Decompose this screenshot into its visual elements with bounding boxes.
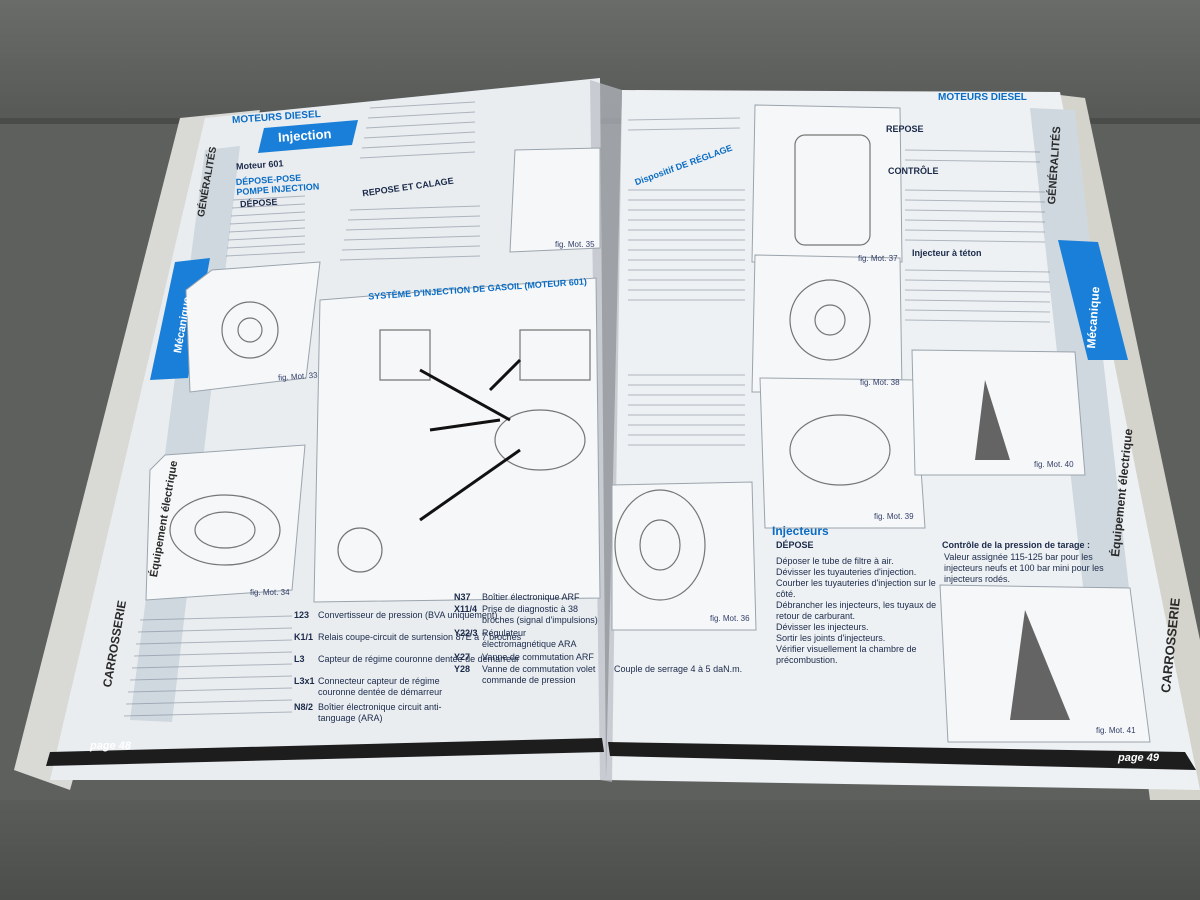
controle-heading: CONTRÔLE: [888, 166, 939, 176]
figure-caption: fig. Mot. 34: [250, 588, 290, 597]
injecteurs-steps: Déposer le tube de filtre à air. Dévisse…: [776, 556, 946, 666]
figure-box-37: [751, 104, 903, 263]
legend-code: Y27: [454, 652, 471, 662]
legend-text: Relais coupe-circuit de surtension 87E à…: [318, 632, 522, 642]
figure-box-36: [611, 481, 757, 631]
legend-text: Prise de diagnostic à 38 broches (signal…: [482, 604, 598, 625]
list-item: Courber les tuyauteries d'injection sur …: [776, 578, 936, 599]
legend-text: Régulateur électromagnétique ARA: [482, 628, 577, 649]
figure-box-33: [185, 261, 321, 393]
injecteur-teton-label: Injecteur à téton: [912, 248, 982, 258]
header-right: MOTEURS DIESEL: [938, 92, 1027, 103]
legend-code: X11/4: [454, 604, 478, 614]
list-item: Vérifier visuellement la chambre de préc…: [776, 644, 917, 665]
legend-text: Boîtier électronique ARF: [482, 592, 580, 602]
couple-text: Couple de serrage 4 à 5 daN.m.: [614, 664, 743, 674]
figure-caption: fig. Mot. 36: [710, 614, 750, 623]
legend-text: Connecteur capteur de régime couronne de…: [318, 676, 443, 697]
pression-value: Valeur assignée 115-125 bar pour les inj…: [944, 552, 1104, 584]
list-item: Dévisser les tuyauteries d'injection.: [776, 567, 917, 577]
list-item: Dévisser les injecteurs.: [776, 622, 869, 632]
figure-caption: fig. Mot. 41: [1096, 726, 1136, 735]
legend-code: Y28: [454, 664, 471, 674]
legend-text: Boîtier électronique circuit anti-tangua…: [318, 702, 442, 723]
list-item: Débrancher les injecteurs, les tuyaux de…: [776, 600, 937, 621]
legend-text: Convertisseur de pression (BVA uniquemen…: [318, 610, 498, 620]
footer-bar-right: [608, 742, 1196, 770]
legend-code: L3: [294, 654, 305, 664]
figure-caption: fig. Mot. 35: [555, 240, 595, 249]
list-item: Sortir les joints d'injecteurs.: [776, 633, 886, 643]
legend-code: Y22/3: [454, 628, 478, 638]
legend-code: N8/2: [294, 702, 314, 712]
figure-caption: fig. Mot. 38: [860, 378, 900, 387]
figure-box-40: [911, 349, 1086, 476]
page-number-right: page 49: [1118, 752, 1159, 764]
repose-heading-right: REPOSE: [886, 124, 924, 134]
figure-box-diagram: [313, 277, 601, 603]
figure-caption: fig. Mot. 39: [874, 512, 914, 521]
legend-code: N37: [454, 592, 471, 602]
figure-box-35: [509, 147, 601, 253]
legend-code: L3x1: [294, 676, 315, 686]
legend-code: K1/1: [294, 632, 314, 642]
page-number-left: page 48: [90, 740, 131, 752]
section-title-bar: [258, 120, 358, 153]
legend-text: Vanne de commutation volet commande de p…: [482, 664, 596, 685]
legend-text: Vanne de commutation ARF: [482, 652, 594, 662]
figure-box-34: [145, 444, 306, 601]
injecteurs-heading: Injecteurs: [772, 524, 829, 538]
legend-text: Capteur de régime couronne dentée de dém…: [318, 654, 520, 664]
seat-cushion: [0, 800, 1200, 900]
depose-heading-right: DÉPOSE: [776, 540, 814, 550]
right-tab-active: [1058, 240, 1128, 360]
legend-code: 123: [294, 610, 310, 620]
figure-box-39: [759, 377, 926, 529]
list-item: Déposer le tube de filtre à air.: [776, 556, 894, 566]
diagram-legend: 123 Convertisseur de pression (BVA uniqu…: [294, 592, 606, 732]
figure-box-38: [751, 254, 903, 393]
footer-bar-left: [46, 738, 604, 766]
pression-heading: Contrôle de la pression de tarage :: [942, 540, 1091, 550]
figure-caption: fig. Mot. 37: [858, 254, 898, 263]
figure-caption: fig. Mot. 40: [1034, 460, 1074, 469]
